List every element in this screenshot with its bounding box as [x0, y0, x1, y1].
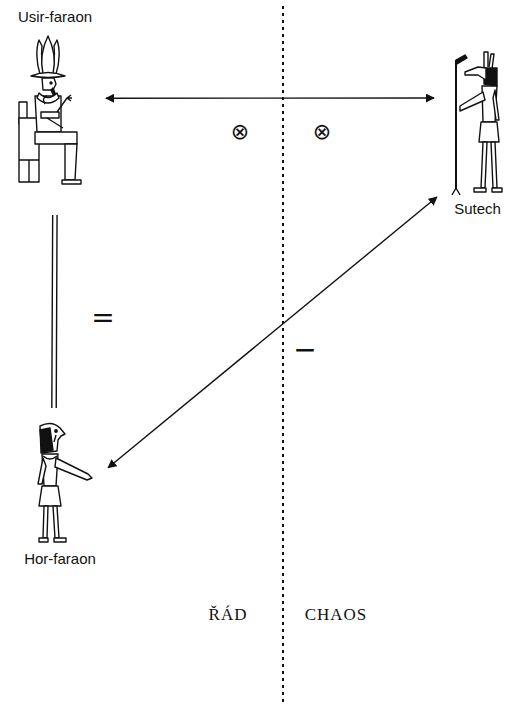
relation-sign: − — [291, 336, 318, 364]
figure-node: Sutech — [440, 50, 515, 218]
figure-name: Hor-faraon — [24, 550, 96, 568]
osiris-figure — [19, 36, 81, 184]
figure-node: Hor-faraon — [15, 420, 105, 568]
cross-symbol: ⊗ — [313, 120, 331, 144]
figure-node: Usir-faraon — [10, 8, 100, 185]
relation-arrow — [106, 97, 434, 99]
region-label: ŘÁD — [209, 606, 248, 625]
relation-arrow — [52, 215, 57, 408]
figure-name: Sutech — [454, 200, 501, 218]
figure-name: Usir-faraon — [18, 8, 92, 26]
set-figure — [452, 52, 502, 195]
horus-figure — [38, 423, 92, 542]
relation-sign: = — [89, 304, 116, 332]
divider-line — [282, 6, 284, 702]
region-label: CHAOS — [305, 606, 368, 625]
cross-symbol: ⊗ — [231, 120, 249, 144]
relation-arrow — [108, 197, 437, 468]
